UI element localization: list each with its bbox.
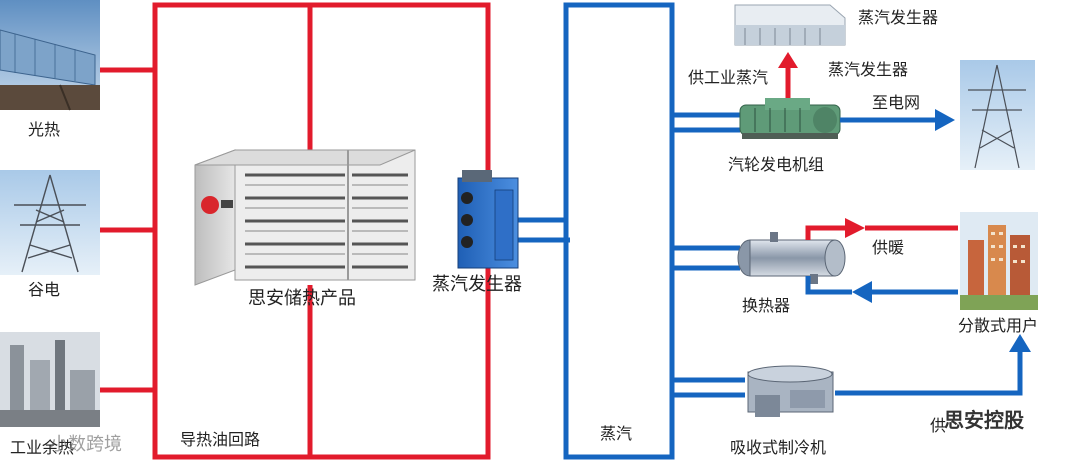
heating-supply-label: 供暖 [872,238,905,257]
steam-loop [518,2,745,460]
to-grid-label: 至电网 [872,93,921,112]
heating-supply-arrow [805,218,958,240]
heat-exchanger-image [737,232,846,284]
distributed-users-label: 分散式用户 [958,316,1039,335]
heat-exchanger-label: 换热器 [742,296,791,315]
brand-logo-text: 思安控股 [944,408,1024,432]
solar-thermal-label: 光热 [28,120,61,139]
power-tower-photo [0,170,100,275]
industrial-plant-label-top: 蒸汽发生器 [858,8,939,27]
industrial-steam-supply-label: 供工业蒸汽 [688,68,769,87]
thermal-storage-product-image [194,149,416,286]
cooling-supply-label: 供 [930,416,947,435]
valley-power-label: 谷电 [28,280,61,299]
absorption-chiller-image [747,365,834,417]
steam-generator-image [457,170,519,269]
to-grid-arrow [840,109,955,131]
steam-label: 蒸汽 [600,424,633,443]
grid-tower-photo [960,60,1035,170]
brand-mark-icon [201,196,219,214]
heating-return-arrow [805,276,958,303]
industrial-plant-photo [0,332,100,427]
steam-generator-label: 蒸汽发生器 [432,274,522,295]
turbine-generator-image [739,98,841,139]
turbine-generator-label: 汽轮发电机组 [728,155,825,174]
solar-thermal-photo [0,0,100,111]
absorption-chiller-label: 吸收式制冷机 [730,438,827,457]
thermal-storage-product-label: 思安储热产品 [248,288,356,309]
distributed-users-photo [960,212,1038,310]
industrial-steam-plant-image [734,4,846,46]
industrial-plant-label-mid: 蒸汽发生器 [828,60,909,79]
industrial-waste-heat-label: 工业余热 [10,438,75,457]
cooling-supply-arrow [835,334,1031,396]
thermal-oil-loop-label: 导热油回路 [180,430,261,449]
watermark-text: 小数跨境 [50,434,122,455]
